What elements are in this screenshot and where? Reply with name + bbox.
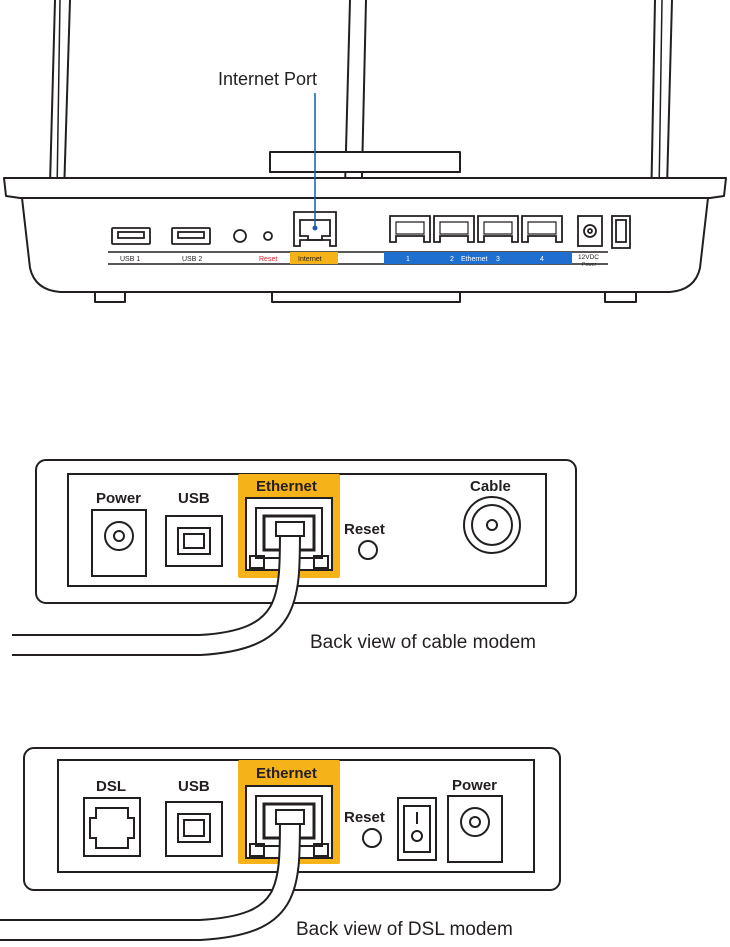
usb2-label: USB 2 (182, 256, 202, 263)
router-foot-left (95, 292, 125, 302)
ethernet-band-label: Ethernet (461, 256, 488, 263)
dsl-modem-caption: Back view of DSL modem (296, 919, 513, 940)
router-body (22, 198, 708, 292)
usb1-label: USB 1 (120, 256, 140, 263)
callout-dot (313, 226, 318, 231)
router-lid (4, 178, 726, 198)
cable-ethernet-label: Ethernet (256, 478, 317, 495)
dsl-ethernet-label: Ethernet (256, 765, 317, 782)
router-top-tab (270, 152, 460, 172)
internet-label: Internet (298, 256, 322, 263)
cable-cable-label: Cable (470, 478, 511, 495)
power-volt-label: 12VDC (578, 254, 599, 261)
cable-power-jack (92, 510, 146, 576)
router-foot-center (272, 292, 460, 302)
lan4-label: 4 (540, 256, 544, 263)
reset-label: Reset (259, 256, 277, 263)
dsl-dsl-label: DSL (96, 778, 126, 795)
lan3-label: 3 (496, 256, 500, 263)
lan2-label: 2 (450, 256, 454, 263)
dsl-reset-label: Reset (344, 809, 385, 826)
lan1-label: 1 (406, 256, 410, 263)
router-foot-right (605, 292, 636, 302)
dsl-reset-button (363, 829, 381, 847)
wps-button (234, 230, 246, 242)
internet-port-callout: Internet Port (218, 69, 317, 89)
dsl-power-label: Power (452, 777, 497, 794)
cable-usb-port (166, 516, 222, 566)
cable-modem-caption: Back view of cable modem (310, 632, 536, 653)
dsl-usb-port (166, 802, 222, 856)
router-reset-button (264, 232, 272, 240)
cable-usb-label: USB (178, 490, 210, 507)
router-power-jack (578, 216, 602, 246)
cable-power-label: Power (96, 490, 141, 507)
power-word-label: Power (582, 262, 597, 268)
router-illustration (4, 0, 726, 302)
dsl-usb-label: USB (178, 778, 210, 795)
cable-reset-button (359, 541, 377, 559)
dsl-power-jack (448, 796, 502, 862)
cable-reset-label: Reset (344, 521, 385, 538)
